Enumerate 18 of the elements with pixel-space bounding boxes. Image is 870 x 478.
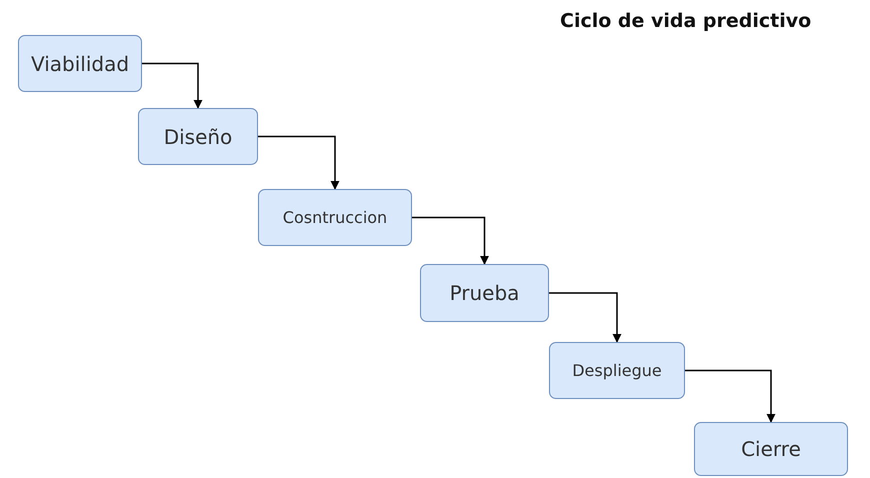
diagram-title: Ciclo de vida predictivo xyxy=(560,10,812,32)
arrow xyxy=(685,370,776,423)
box-label: Diseño xyxy=(164,124,232,148)
box-label: Despliegue xyxy=(572,361,662,380)
arrow xyxy=(142,62,202,109)
arrow xyxy=(549,292,622,343)
process-box xyxy=(694,422,848,476)
arrow xyxy=(412,216,489,265)
box-label: Cosntruccion xyxy=(282,208,388,227)
box-label: Prueba xyxy=(450,281,520,305)
process-box xyxy=(18,35,142,92)
process-box xyxy=(549,342,685,399)
box-label: Viabilidad xyxy=(30,52,130,76)
process-box xyxy=(420,264,549,322)
process-box xyxy=(258,189,412,246)
process-box xyxy=(138,108,258,165)
box-label: Cierre xyxy=(741,437,801,461)
arrow xyxy=(258,136,340,190)
